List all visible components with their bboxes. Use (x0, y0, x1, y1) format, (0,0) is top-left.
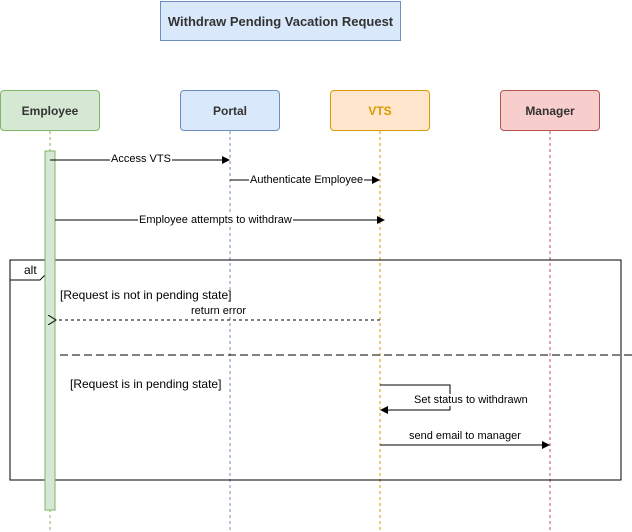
message-access-vts: Access VTS (110, 153, 172, 165)
message-set-status: Set status to withdrawn (413, 394, 529, 406)
participant-employee[interactable]: Employee (0, 90, 100, 131)
participant-manager[interactable]: Manager (500, 90, 600, 131)
message-attempt-withdraw: Employee attempts to withdraw (138, 214, 293, 226)
message-authenticate: Authenticate Employee (249, 174, 365, 186)
alt-frame (9, 259, 622, 481)
participant-vts[interactable]: VTS (330, 90, 430, 131)
alt-frame-label: alt (24, 263, 37, 277)
diagram-title: Withdraw Pending Vacation Request (160, 1, 401, 41)
activation-employee (44, 150, 56, 511)
alt-guard-pending: [Request is in pending state] (70, 377, 222, 391)
participant-portal[interactable]: Portal (180, 90, 280, 131)
alt-guard-not-pending: [Request is not in pending state] (60, 288, 232, 302)
message-send-email: send email to manager (408, 430, 522, 442)
message-return-error: return error (190, 305, 248, 317)
